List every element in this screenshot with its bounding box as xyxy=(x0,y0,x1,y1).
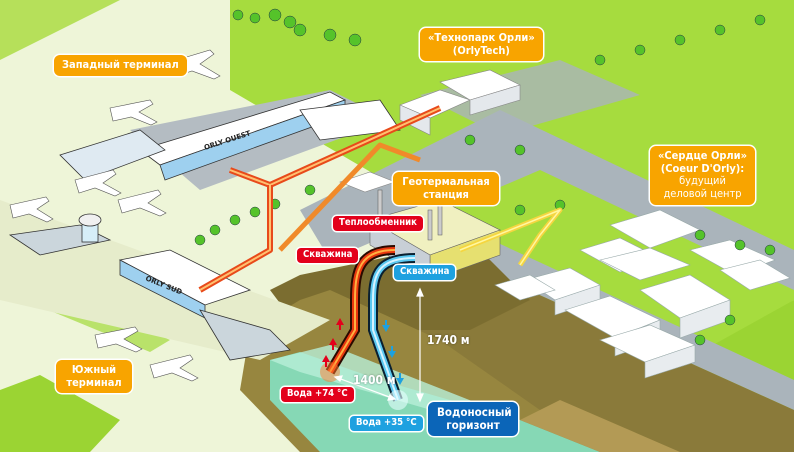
tree xyxy=(194,234,206,246)
hot-well-core xyxy=(329,249,396,373)
chimney xyxy=(427,209,433,241)
label-coeur-line2: (Coeur D'Orly): xyxy=(660,161,745,175)
building xyxy=(719,259,791,291)
label-orlytech-line2: (OrlyTech) xyxy=(452,43,510,57)
building xyxy=(599,247,691,281)
distance-arrow-left xyxy=(333,375,343,382)
tree xyxy=(694,334,706,346)
arrow-up-icon xyxy=(329,338,337,350)
heating-pipe-branch xyxy=(278,142,421,252)
label-coeur-dorly: «Сердце Орли» (Coeur D'Orly): будущий де… xyxy=(650,146,756,205)
label-geothermal-station: Геотермальная станция xyxy=(393,172,499,206)
airplanes xyxy=(9,49,221,382)
tree xyxy=(304,184,316,196)
west-annex xyxy=(299,99,401,141)
tree xyxy=(594,54,606,66)
label-south-terminal: Южный терминал xyxy=(56,360,132,394)
label-water-cold: Вода +35 °С xyxy=(350,416,423,431)
grass-bottom-left xyxy=(0,375,120,452)
tree xyxy=(674,34,686,46)
airplane xyxy=(74,169,122,197)
tree xyxy=(249,12,261,24)
label-heat-exchanger: Теплообменник xyxy=(333,216,423,231)
trees xyxy=(194,8,776,346)
arrow-up-icon xyxy=(322,355,330,367)
tree xyxy=(249,206,261,218)
arrow-down-icon xyxy=(396,373,404,385)
tree xyxy=(229,214,241,226)
tree xyxy=(714,24,726,36)
road xyxy=(300,110,794,290)
airplane xyxy=(109,99,158,126)
chimney xyxy=(437,204,443,236)
tree xyxy=(209,224,221,236)
tree xyxy=(348,33,362,47)
label-distance: 1400 м xyxy=(353,373,396,387)
label-aquifer: Водоносный горизонт xyxy=(428,402,518,437)
road xyxy=(420,60,640,135)
control-tower-top xyxy=(78,213,102,227)
heating-pipe-core xyxy=(199,185,271,291)
orly-ouest-pier xyxy=(59,129,166,181)
label-depth: 1740 м xyxy=(427,333,470,347)
airplane xyxy=(149,354,199,382)
arrow-down-icon xyxy=(388,346,396,358)
label-water-hot: Вода +74 °С xyxy=(281,387,354,402)
label-west-terminal: Западный терминал xyxy=(54,55,187,76)
tree xyxy=(754,14,766,26)
cold-well-core xyxy=(372,257,416,401)
tree xyxy=(514,144,526,156)
cold-flow-arrows xyxy=(382,320,404,385)
building xyxy=(644,344,696,379)
hot-flow-arrows xyxy=(322,318,344,367)
tree xyxy=(293,23,307,37)
depth-arrow-top xyxy=(416,287,424,297)
tree xyxy=(694,229,706,241)
label-coeur-line1: «Сердце Орли» xyxy=(658,149,748,162)
arrow-up-icon xyxy=(336,318,344,330)
label-coeur-line3: будущий xyxy=(679,174,726,188)
soil-front-right xyxy=(520,400,680,452)
tree xyxy=(283,15,297,29)
distance-line xyxy=(337,377,393,399)
tree xyxy=(464,134,476,146)
supply-pipe-core xyxy=(459,209,561,266)
cold-water-glow xyxy=(388,390,408,410)
coeur-dorly-buildings xyxy=(494,209,791,379)
building xyxy=(469,84,521,116)
label-orlytech: «Технопарк Орли» (OrlyTech) xyxy=(420,28,543,62)
airplane xyxy=(9,196,54,223)
label-hot-well: Скважина xyxy=(297,248,359,263)
airplane xyxy=(94,326,143,353)
tree xyxy=(323,28,337,42)
tree xyxy=(724,314,736,326)
airplane xyxy=(117,189,167,217)
tree xyxy=(634,44,646,56)
building xyxy=(494,274,556,301)
tree xyxy=(268,8,282,22)
tree xyxy=(764,244,776,256)
heating-pipes xyxy=(198,105,563,293)
label-coeur-line4: деловой центр xyxy=(663,186,742,200)
grass-corner xyxy=(0,0,120,60)
label-cold-well: Скважина xyxy=(394,265,456,280)
orlytech-buildings xyxy=(399,69,521,136)
orly-sud-pier-south xyxy=(199,309,291,361)
tree xyxy=(734,239,746,251)
dimension-lines xyxy=(333,287,424,403)
tree xyxy=(232,9,244,21)
tree xyxy=(514,204,526,216)
label-orlytech-line1: «Технопарк Орли» xyxy=(428,31,535,44)
distance-arrow-right xyxy=(387,394,397,401)
depth-arrow-bottom xyxy=(416,393,424,403)
arrow-down-icon xyxy=(382,320,390,332)
